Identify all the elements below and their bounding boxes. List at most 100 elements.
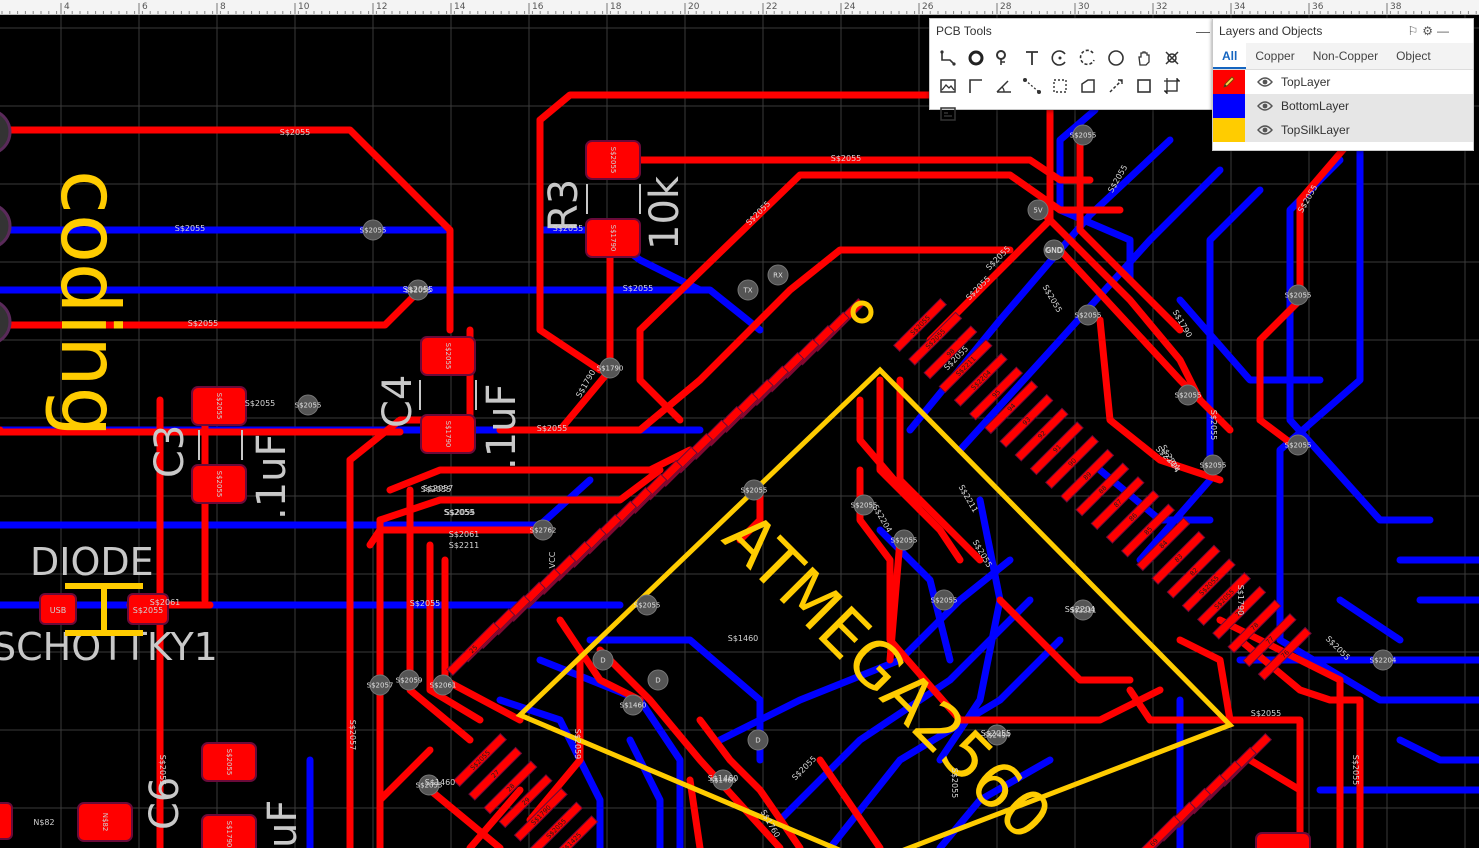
via[interactable]: D [647,669,669,691]
layer-color-swatch[interactable] [1213,118,1245,142]
pad-body[interactable] [201,814,257,848]
chip-pin[interactable]: S$1790 [513,787,568,842]
minimize-icon[interactable]: — [1196,23,1210,39]
tool-circle-button[interactable] [1102,44,1130,72]
pin-body[interactable] [923,325,978,380]
via[interactable]: S$2055 [360,219,387,241]
via[interactable]: S$2204 [1370,649,1397,671]
pin-body[interactable] [468,746,523,801]
via[interactable]: D [592,649,614,671]
chip-pin[interactable]: 29 [498,774,553,829]
via-ring[interactable] [636,594,658,616]
pin-body[interactable] [1105,489,1160,544]
c6-pad-bottom[interactable]: S$1790 [201,814,257,848]
pin-body[interactable] [1060,448,1115,503]
via[interactable]: S$2055 [1285,434,1312,456]
tool-solid-region-button[interactable] [1046,72,1074,100]
pin-body[interactable] [1090,476,1145,531]
via-ring[interactable] [743,479,765,501]
via[interactable]: S$2061 [430,674,457,696]
smd-pads[interactable]: S$2055S$1790S$2055S$1790S$2055S$2055S$20… [0,140,1312,848]
layer-row-topsilklayer[interactable]: TopSilkLayer [1213,118,1473,142]
via[interactable]: GND [1043,239,1065,261]
chip-pin[interactable]: 83 [1151,530,1206,585]
via-ring[interactable] [1077,304,1099,326]
pin-body[interactable] [1151,530,1206,585]
tool-rectangle-button[interactable] [1130,72,1158,100]
via[interactable]: S$2055 [851,494,878,516]
pin-body[interactable] [1227,599,1282,654]
pin-body[interactable] [1126,815,1181,848]
layer-row-bottomlayer[interactable]: BottomLayer [1213,94,1473,118]
via[interactable]: S$2057 [367,674,394,696]
chip-pin[interactable]: 88 [1075,462,1130,517]
pin-body[interactable] [1212,585,1267,640]
tool-ratsnest-button[interactable] [1018,72,1046,100]
tool-pad-button[interactable] [962,44,990,72]
pin-body[interactable] [1166,544,1221,599]
chip-pin[interactable]: 92 [1014,407,1069,462]
via[interactable]: S$2055 [1070,124,1097,146]
n82-pad-left[interactable]: N$82 [0,802,55,840]
via-ring[interactable] [407,279,429,301]
pin-body[interactable] [1196,571,1252,627]
pin-body[interactable] [892,297,948,353]
pad-body[interactable] [1255,832,1311,848]
chip-pin[interactable]: S$2055 [452,732,508,788]
chip-pin[interactable]: 28 [483,760,538,815]
via-ring[interactable] [1287,284,1309,306]
via-ring[interactable] [1043,239,1065,261]
pin-body[interactable] [528,801,584,848]
via[interactable]: 5V [1027,199,1049,221]
eye-icon[interactable] [1253,94,1277,118]
tool-select-area-button[interactable] [1158,72,1186,100]
minimize-icon[interactable]: — [1437,24,1453,38]
tool-measure-button[interactable] [1102,72,1130,100]
c3-pad-top[interactable]: S$2055 [191,386,247,426]
pin-body[interactable] [483,760,538,815]
via[interactable]: D [747,729,769,751]
chip-pin[interactable]: 76 [1257,626,1312,681]
via-ring[interactable] [737,279,759,301]
via[interactable]: S$1460 [710,769,737,791]
pin-body[interactable] [498,774,553,829]
chip-pin[interactable]: 98 [923,325,978,380]
via-ring[interactable] [599,357,621,379]
chip-pin[interactable]: S$2055 [892,297,948,353]
via[interactable]: S$1790 [597,357,624,379]
via-ring[interactable] [893,529,915,551]
r3-pad-bottom[interactable]: S$1790 [585,218,641,258]
pin-body[interactable] [908,311,963,366]
pin-body[interactable] [1120,503,1176,558]
via[interactable]: S$2055 [1285,284,1312,306]
c4-pad-top[interactable]: S$2055 [420,336,476,376]
chip-pin[interactable]: 95 [968,366,1024,421]
via-ring[interactable] [418,774,440,796]
c6-pad-top[interactable]: S$2055 [201,742,257,782]
via-ring[interactable] [532,519,554,541]
chip-pin[interactable]: 87 [1090,476,1145,531]
via[interactable]: S$2055 [634,594,661,616]
c4-pad-bottom[interactable]: S$1790 [420,414,476,454]
tool-text-button[interactable] [1018,44,1046,72]
layer-color-swatch[interactable] [1213,94,1245,118]
chip-pin[interactable]: 82 [1166,544,1221,599]
eye-icon[interactable] [1253,70,1277,94]
chip-pin[interactable]: 86 [1105,489,1160,544]
via[interactable]: S$2055 [1200,454,1227,476]
pin-body[interactable] [1257,626,1312,681]
pin-body[interactable] [999,393,1054,448]
pin-icon[interactable]: ⚐ [1407,24,1423,38]
via[interactable]: S$2055 [741,479,768,501]
tool-via-button[interactable] [990,44,1018,72]
tool-line-button[interactable] [962,72,990,100]
pin-body[interactable] [1136,517,1191,572]
via-ring[interactable] [622,694,644,716]
via[interactable]: TX [737,279,759,301]
pin-body[interactable] [452,732,508,788]
via-ring[interactable] [398,669,420,691]
via-ring[interactable] [1177,384,1199,406]
via-ring[interactable] [1072,124,1094,146]
c3-pad-bottom[interactable]: S$2055 [191,464,247,504]
via[interactable]: S$2059 [396,669,423,691]
